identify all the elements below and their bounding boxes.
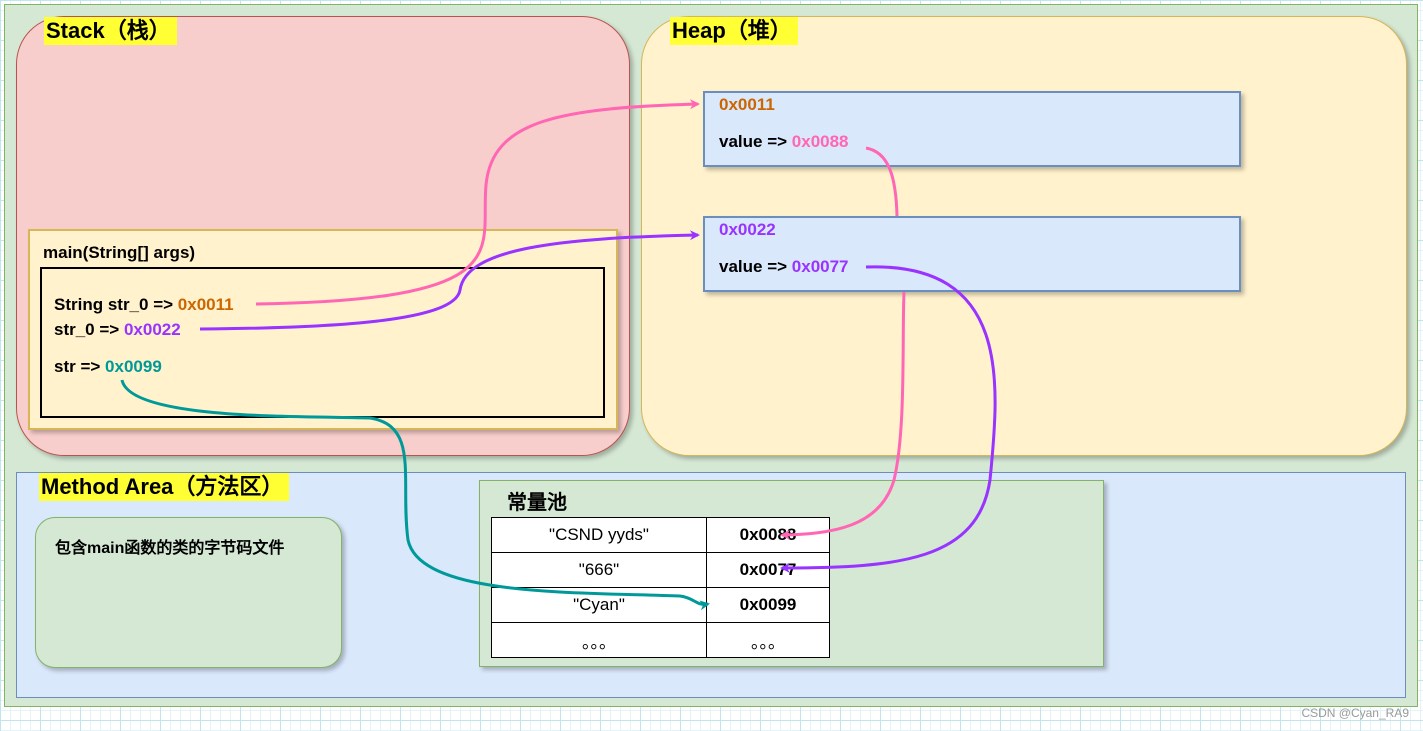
- pool-value: 。。。: [491, 622, 707, 658]
- pool-address: 。。。: [706, 622, 830, 658]
- heap-object-field: value => 0x0077: [719, 257, 849, 277]
- var-row-str: str => 0x0099: [54, 357, 162, 377]
- field-ref-0x0077: 0x0077: [791, 257, 849, 276]
- var-name: String str_0 =>: [54, 295, 178, 314]
- table-row: 。。。 。。。: [491, 622, 830, 658]
- heap-object-field: value => 0x0088: [719, 132, 849, 152]
- var-row-str0-string: String str_0 => 0x0011: [54, 295, 234, 315]
- heap-object-address: 0x0011: [719, 95, 775, 114]
- var-ref-0x0099: 0x0099: [105, 357, 162, 376]
- var-row-str0: str_0 => 0x0022: [54, 320, 181, 340]
- var-name: str_0 =>: [54, 320, 124, 339]
- field-name: value =>: [719, 132, 792, 151]
- pool-address: 0x0099: [706, 587, 830, 623]
- bytecode-label: 包含main函数的类的字节码文件: [55, 540, 285, 557]
- pool-value: "Cyan": [491, 587, 707, 623]
- field-name: value =>: [719, 257, 792, 276]
- pool-value: "CSND yyds": [491, 517, 707, 553]
- pool-address: 0x0077: [706, 552, 830, 588]
- main-frame-label: main(String[] args): [43, 243, 196, 262]
- local-variables-box: [40, 267, 605, 418]
- field-ref-0x0088: 0x0088: [791, 132, 849, 151]
- var-ref-0x0011: 0x0011: [177, 295, 234, 314]
- var-name: str =>: [54, 357, 106, 376]
- pool-value: "666": [491, 552, 707, 588]
- heap-title: Heap（堆）: [670, 17, 798, 45]
- table-row: "Cyan" 0x0099: [491, 587, 830, 623]
- heap-object-0x0022: [703, 216, 1241, 292]
- heap-object-0x0011: [703, 91, 1241, 167]
- constant-pool-table: "CSND yyds" 0x0088 "666" 0x0077 "Cyan" 0…: [491, 517, 830, 658]
- watermark: CSDN @Cyan_RA9: [1301, 706, 1409, 720]
- heap-object-address: 0x0022: [719, 220, 776, 239]
- table-row: "666" 0x0077: [491, 552, 830, 588]
- constant-pool-title: 常量池: [507, 492, 567, 514]
- var-ref-0x0022: 0x0022: [123, 320, 181, 339]
- stack-title: Stack（栈）: [44, 17, 177, 45]
- method-area-title: Method Area（方法区）: [39, 473, 290, 501]
- pool-address: 0x0088: [706, 517, 830, 553]
- table-row: "CSND yyds" 0x0088: [491, 517, 830, 553]
